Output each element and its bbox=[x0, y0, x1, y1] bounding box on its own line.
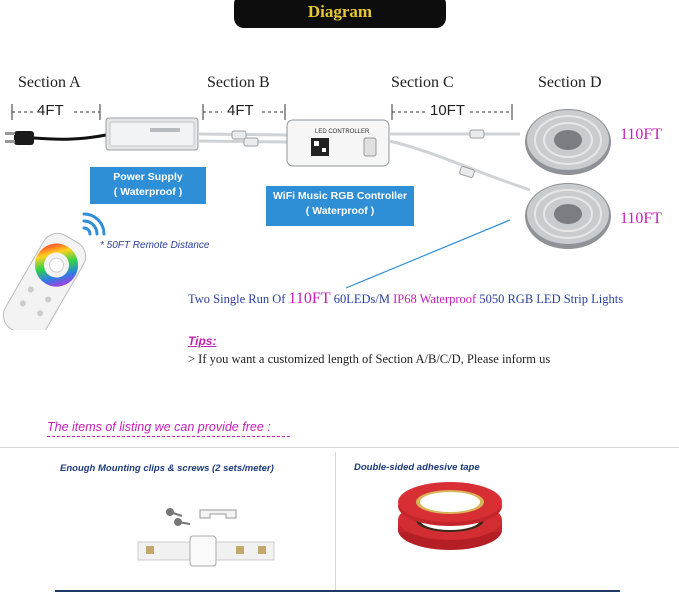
panel-bottom-rule bbox=[55, 590, 620, 592]
panel-divider-top bbox=[0, 447, 679, 448]
svg-text:LED CONTROLLER: LED CONTROLLER bbox=[315, 129, 370, 135]
free-items-illustrations bbox=[137, 482, 502, 567]
power-supply-icon bbox=[105, 117, 199, 151]
section-b-length: 4FT bbox=[227, 102, 254, 119]
screw-icon bbox=[166, 508, 191, 526]
section-a-label: Section A bbox=[18, 74, 81, 91]
run-description: Two Single Run Of 110FT 60LEDs/M IP68 Wa… bbox=[188, 290, 624, 307]
section-c-label: Section C bbox=[391, 74, 454, 91]
rgb-remote-icon bbox=[2, 232, 87, 330]
tips-heading: Tips: bbox=[188, 334, 217, 348]
section-a-length: 4FT bbox=[37, 102, 64, 119]
led-strip-icon bbox=[137, 535, 275, 567]
mounting-clips-title: Enough Mounting clips & screws (2 sets/m… bbox=[60, 463, 274, 474]
tips-text: > If you want a customized length of Sec… bbox=[188, 352, 551, 366]
wiring-diagram: LED CONTROLLER bbox=[2, 104, 611, 330]
heading-underline bbox=[47, 436, 290, 437]
power-supply-label: Power Supply ( Waterproof ) bbox=[90, 167, 206, 204]
wifi-controller-icon bbox=[286, 119, 390, 167]
panel-divider-middle bbox=[335, 452, 336, 592]
adhesive-tape-title: Double-sided adhesive tape bbox=[354, 462, 480, 473]
led-reel-top-icon bbox=[525, 109, 611, 175]
power-plug-icon bbox=[5, 131, 34, 145]
strip-length-top: 110FT bbox=[620, 126, 663, 143]
diagram-title: Diagram bbox=[234, 0, 446, 28]
adhesive-tape-icon bbox=[398, 482, 502, 550]
controller-label: WiFi Music RGB Controller ( Waterproof ) bbox=[266, 186, 414, 226]
section-c-length: 10FT bbox=[430, 102, 466, 119]
section-b-label: Section B bbox=[207, 74, 270, 91]
free-items-heading: The items of listing we can provide free… bbox=[47, 420, 271, 434]
wifi-signal-icon bbox=[82, 212, 106, 236]
mounting-clip-icon bbox=[199, 509, 237, 519]
remote-distance-note: * 50FT Remote Distance bbox=[100, 240, 210, 251]
section-d-label: Section D bbox=[538, 74, 602, 91]
led-reel-bottom-icon bbox=[525, 183, 611, 249]
strip-length-bottom: 110FT bbox=[620, 210, 663, 227]
